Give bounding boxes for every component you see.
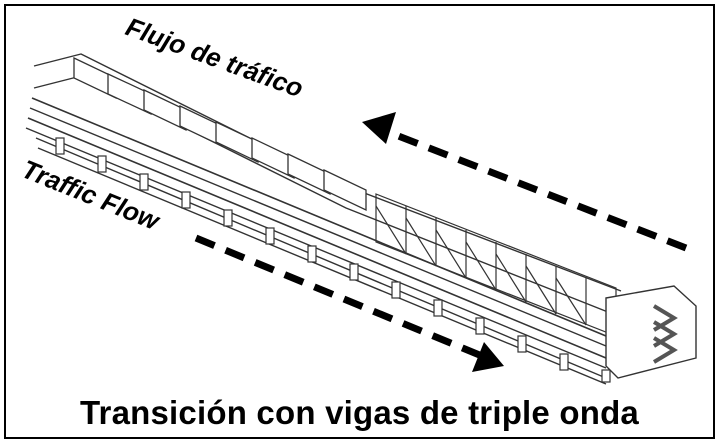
upper-flow-arrow bbox=[362, 112, 688, 252]
lower-flow-arrow bbox=[194, 234, 504, 372]
upper-flow-label: Flujo de tráfico bbox=[122, 11, 307, 103]
end-terminal bbox=[605, 285, 697, 379]
lattice-sections bbox=[375, 193, 617, 337]
support-posts bbox=[55, 137, 611, 383]
box-sections bbox=[73, 56, 367, 212]
arrowhead-right-icon bbox=[472, 342, 504, 372]
guardrail-illustration: Flujo de tráfico Traffic Flow bbox=[18, 11, 697, 385]
arrowhead-left-icon bbox=[362, 112, 396, 144]
figure-frame: Flujo de tráfico Traffic Flow Transición… bbox=[4, 4, 715, 439]
figure-caption: Transición con vigas de triple onda bbox=[80, 394, 639, 431]
